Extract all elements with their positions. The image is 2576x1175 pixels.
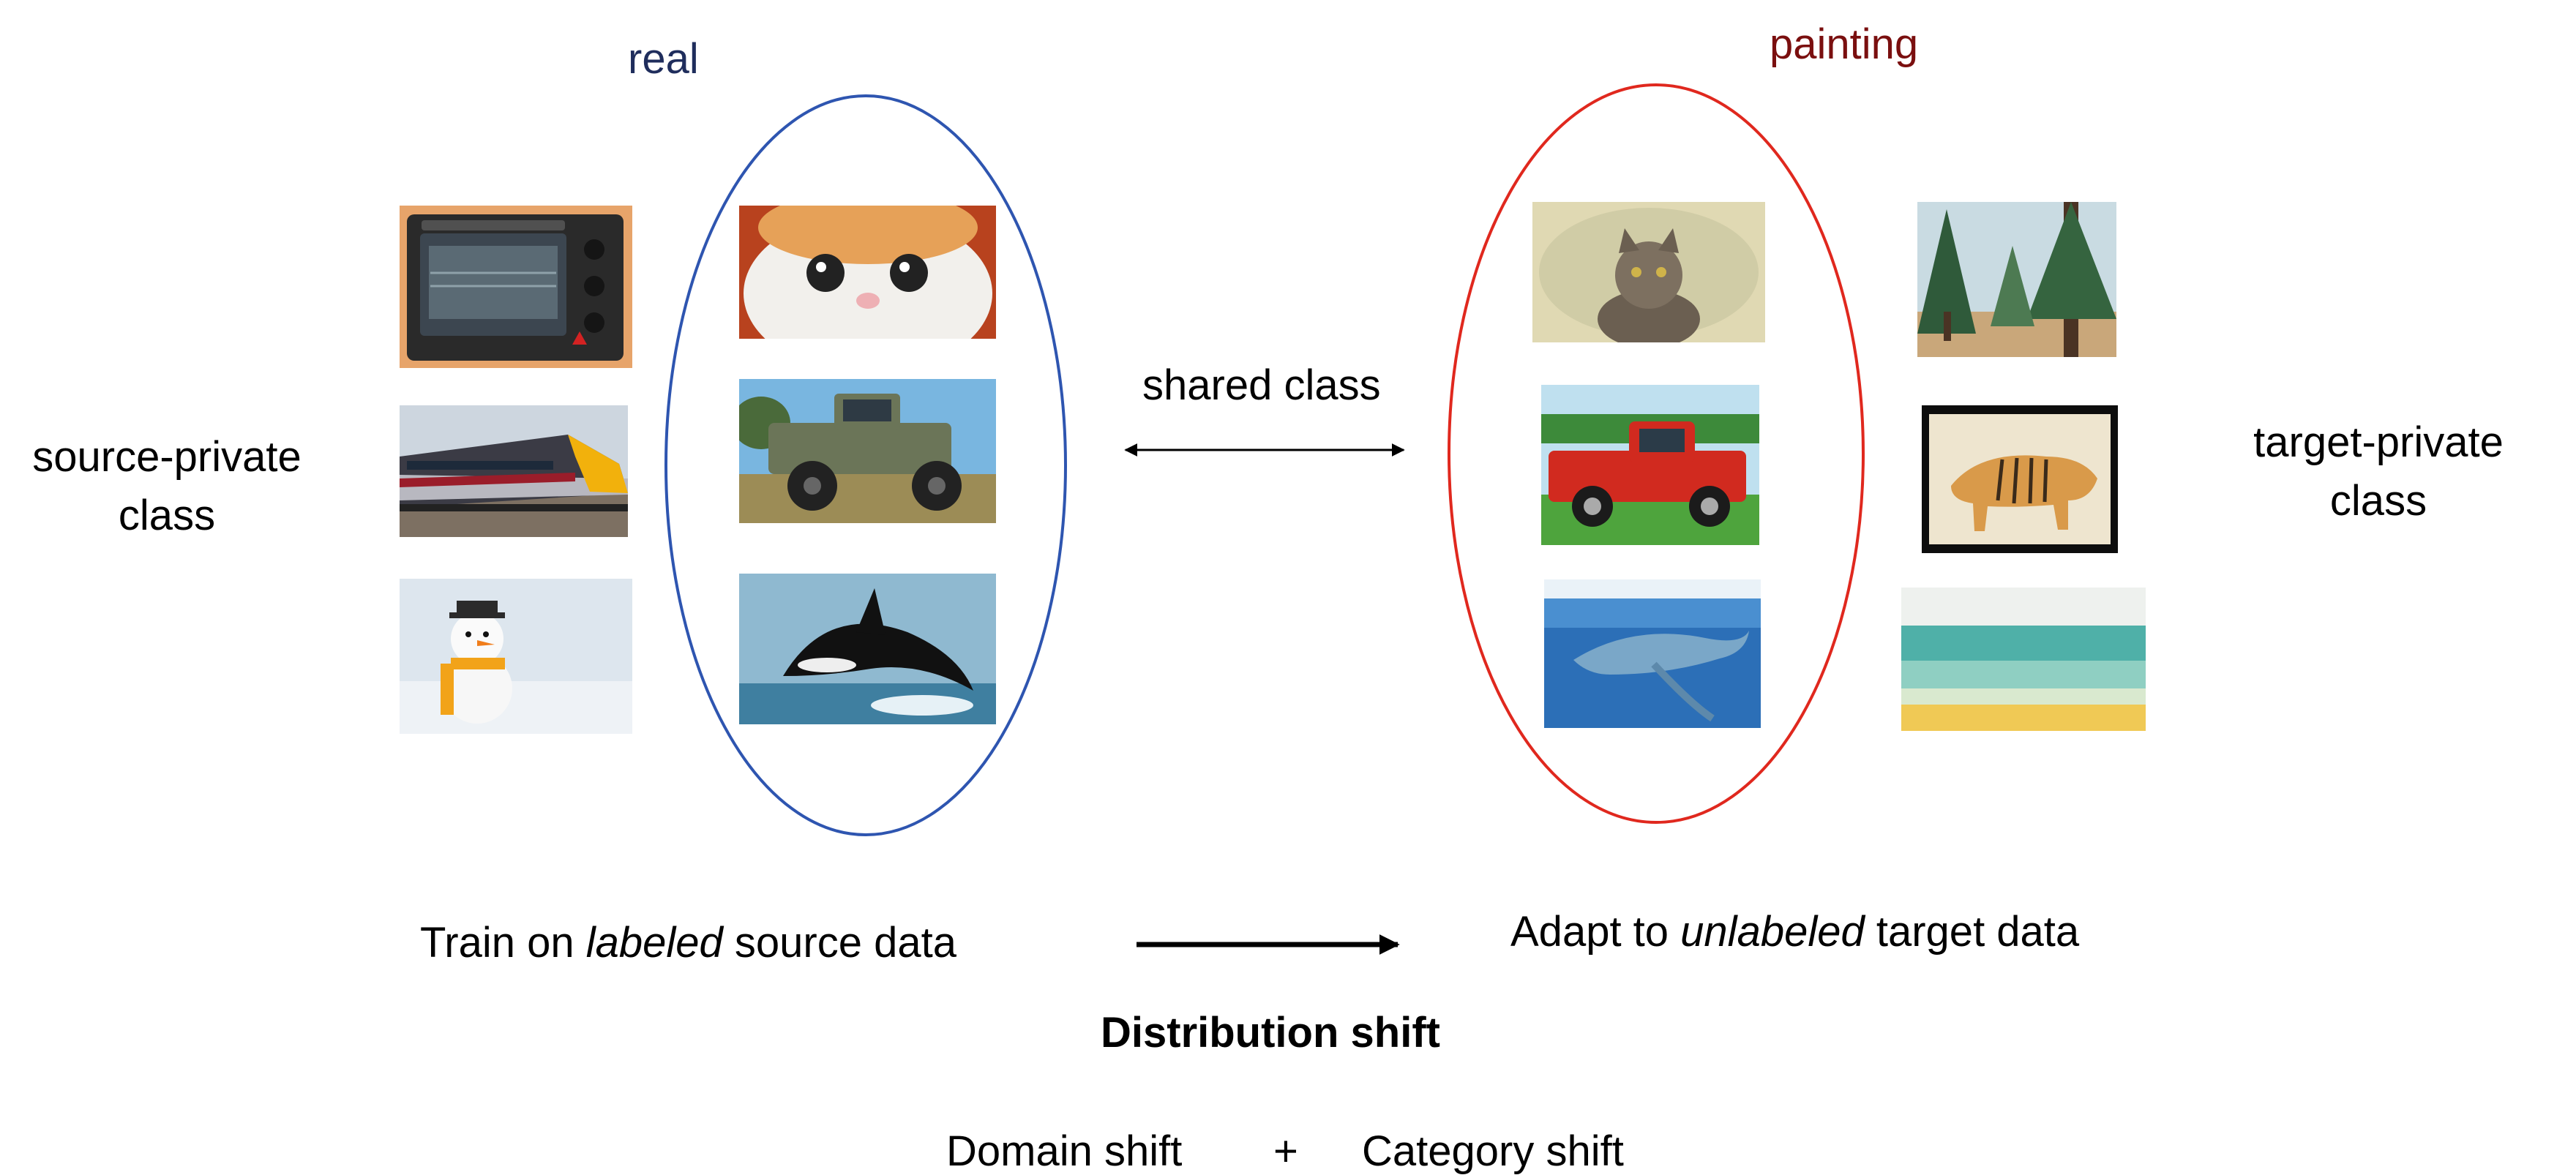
forest-painting-image (1917, 202, 2116, 357)
whale-painting-image (1544, 579, 1761, 728)
train-caption-emphasis: labeled (585, 919, 723, 966)
source-domain-title: real (628, 35, 699, 83)
pickup-truck-image (739, 379, 996, 523)
equation-right: Category shift (1362, 1127, 1624, 1175)
target-private-label: target-private class (2210, 413, 2547, 530)
adapt-caption: Adapt to unlabeled target data (1510, 911, 2079, 953)
cat-photo-image (739, 206, 996, 339)
shared-class-label: shared class (1142, 361, 1381, 409)
adapt-caption-suffix: target data (1864, 908, 2080, 956)
distribution-shift-label: Distribution shift (1101, 1009, 1440, 1056)
cat-painting-image (1532, 202, 1765, 342)
beach-painting-image (1901, 588, 2146, 731)
toaster-oven-image (400, 206, 632, 368)
train-caption-prefix: Train on (420, 919, 586, 966)
tiger-painting-image (1922, 405, 2118, 553)
red-truck-painting-image (1541, 385, 1759, 545)
equation-operator: + (1273, 1127, 1298, 1175)
source-private-label: source-private class (0, 428, 334, 545)
equation-left: Domain shift (946, 1127, 1183, 1175)
train-image (400, 405, 628, 537)
target-private-label-line1: target-private (2253, 418, 2504, 466)
target-domain-title: painting (1770, 20, 1919, 68)
source-private-label-line1: source-private (32, 433, 302, 481)
source-private-label-line2: class (118, 492, 216, 540)
adapt-caption-emphasis: unlabeled (1680, 908, 1865, 956)
adapt-caption-prefix: Adapt to (1510, 908, 1681, 956)
snowman-image (400, 579, 632, 734)
target-private-label-line2: class (2329, 477, 2427, 525)
train-caption-suffix: source data (722, 919, 956, 966)
train-caption: Train on labeled source data (420, 922, 956, 964)
orca-photo-image (739, 574, 996, 724)
